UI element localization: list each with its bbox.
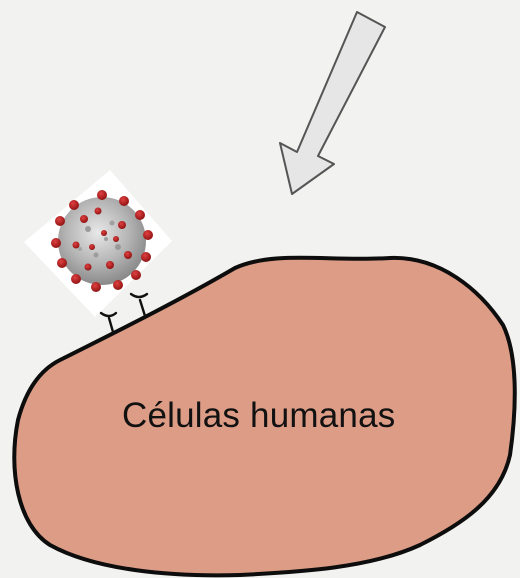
- down-left-arrow-icon: [280, 12, 385, 194]
- cell-label: Células humanas: [122, 396, 395, 436]
- coronavirus-icon: [24, 170, 172, 317]
